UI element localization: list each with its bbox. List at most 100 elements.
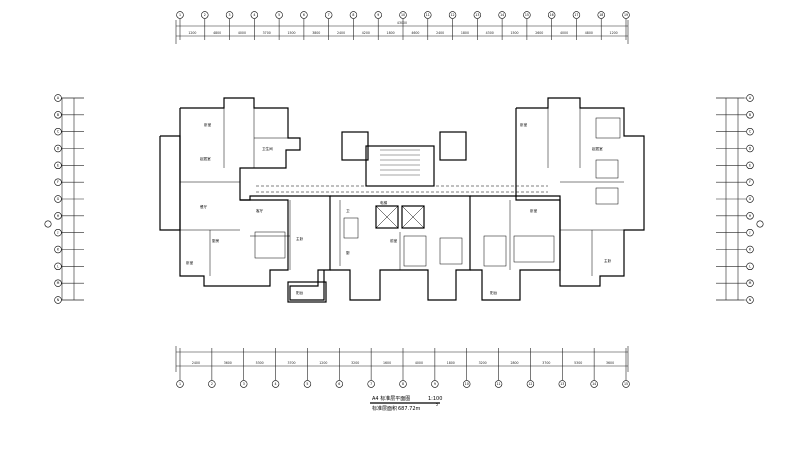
axis-label: M — [749, 281, 752, 285]
dimension-value: 4300 — [486, 31, 494, 35]
axis-label: A — [57, 96, 60, 100]
room-label: 前室 — [390, 238, 398, 243]
dimension-value: 4200 — [362, 31, 370, 35]
axis-bubble — [54, 212, 62, 220]
axis-label: H — [749, 214, 752, 218]
axis-bubble — [324, 11, 333, 19]
axis-label: 5 — [306, 382, 308, 386]
axis-bubble — [54, 111, 62, 119]
axis-label: 15 — [624, 382, 628, 386]
room-label: 阳台 — [296, 290, 304, 295]
drawing-title: A4 标准层平面图 — [372, 395, 410, 402]
axis-bubble — [547, 11, 556, 19]
axis-label: 13 — [475, 13, 479, 17]
dimension-value: 2600 — [535, 31, 543, 35]
room-label: 厨房 — [212, 238, 220, 243]
dimension-value: 3200 — [351, 361, 359, 365]
axis-label: 1 — [179, 382, 181, 386]
axis-bubble — [622, 11, 630, 19]
axis-bubble — [558, 380, 566, 388]
dimension-value: 1600 — [383, 361, 391, 365]
axis-label: 13 — [560, 382, 564, 386]
axis-bubble — [746, 144, 754, 153]
axis-bubble — [523, 11, 531, 19]
room-label: 卫 — [346, 209, 350, 213]
axis-bubble — [201, 11, 209, 19]
axis-bubble — [498, 11, 506, 19]
axis-bubble — [54, 195, 62, 203]
room-label: 餐厅 — [200, 204, 208, 209]
room-label: 客厅 — [256, 208, 264, 213]
axis-label: N — [57, 298, 60, 302]
axis-bubble — [176, 380, 184, 388]
axis-label: 6 — [303, 13, 305, 17]
axis-bubble — [225, 11, 234, 19]
room-label: 主卧 — [296, 236, 304, 241]
axis-label: 16 — [550, 13, 554, 17]
axis-label: 4 — [253, 13, 255, 17]
axis-label: 8 — [352, 13, 354, 17]
axis-bubble — [746, 279, 754, 287]
axis-label: J — [57, 231, 59, 235]
axis-bubble — [622, 380, 630, 388]
room-label: 厨 — [346, 250, 350, 255]
axis-bubble — [746, 111, 754, 119]
axis-bubble — [250, 11, 259, 19]
dimension-value: 1200 — [188, 31, 196, 35]
axis-label: A — [749, 96, 752, 100]
axis-bubble — [54, 279, 62, 287]
area-superscript: 2 — [436, 403, 438, 407]
axis-bubble — [54, 161, 62, 170]
axis-bubble — [746, 127, 754, 136]
axis-bubble — [54, 178, 62, 186]
axis-label: J — [749, 231, 751, 235]
room-labels: 卧室 起居室 餐厅 卫生间 厨房 卧室 主卧 客厅 卫 厨 电梯 前室 卧室 起… — [186, 122, 612, 295]
axis-label: 14 — [500, 13, 504, 17]
axis-bubble — [367, 380, 375, 388]
room-label: 起居室 — [200, 156, 211, 161]
axis-label: D — [749, 147, 752, 151]
axis-label: H — [57, 214, 60, 218]
dimension-value: 3800 — [312, 31, 320, 35]
dimension-value: 3600 — [606, 361, 614, 365]
axis-bubble — [54, 228, 62, 237]
axis-label: 17 — [574, 13, 578, 17]
axis-bubble — [424, 11, 432, 19]
axis-bubble — [746, 195, 754, 203]
axis-bubble — [303, 380, 312, 388]
axis-label: D — [57, 147, 60, 151]
axis-bubble — [448, 11, 457, 19]
axis-label: C — [749, 130, 752, 134]
axis-label: 11 — [497, 382, 501, 386]
axis-label: E — [57, 163, 59, 167]
dimension-value: 1800 — [447, 361, 455, 365]
axis-label: 7 — [370, 382, 372, 386]
axis-label: 2 — [211, 382, 213, 386]
axis-label: 1 — [179, 13, 181, 17]
axis-bubble — [746, 161, 754, 170]
axis-bubble — [746, 212, 754, 220]
axis-label: 18 — [599, 13, 603, 17]
dimension-value: 1500 — [287, 31, 295, 35]
axis-bubble — [746, 228, 754, 237]
room-label: 卧室 — [530, 208, 538, 213]
axis-bubble — [572, 11, 581, 19]
dimension-value: 4600 — [411, 31, 419, 35]
axis-label: E — [749, 163, 751, 167]
axis-label: G — [749, 197, 752, 201]
axis-label: 19 — [624, 13, 628, 17]
dimension-value: 1500 — [510, 31, 518, 35]
axis-label: B — [749, 113, 751, 117]
axis-bubble — [746, 178, 754, 186]
room-label: 卧室 — [204, 122, 212, 127]
axis-label: K — [57, 248, 60, 252]
dimension-value: 4000 — [560, 31, 568, 35]
axis-label: 3 — [243, 382, 245, 386]
axis-bubble — [54, 245, 62, 254]
dimension-value: 1200 — [319, 361, 327, 365]
dimension-value: 3700 — [542, 361, 550, 365]
